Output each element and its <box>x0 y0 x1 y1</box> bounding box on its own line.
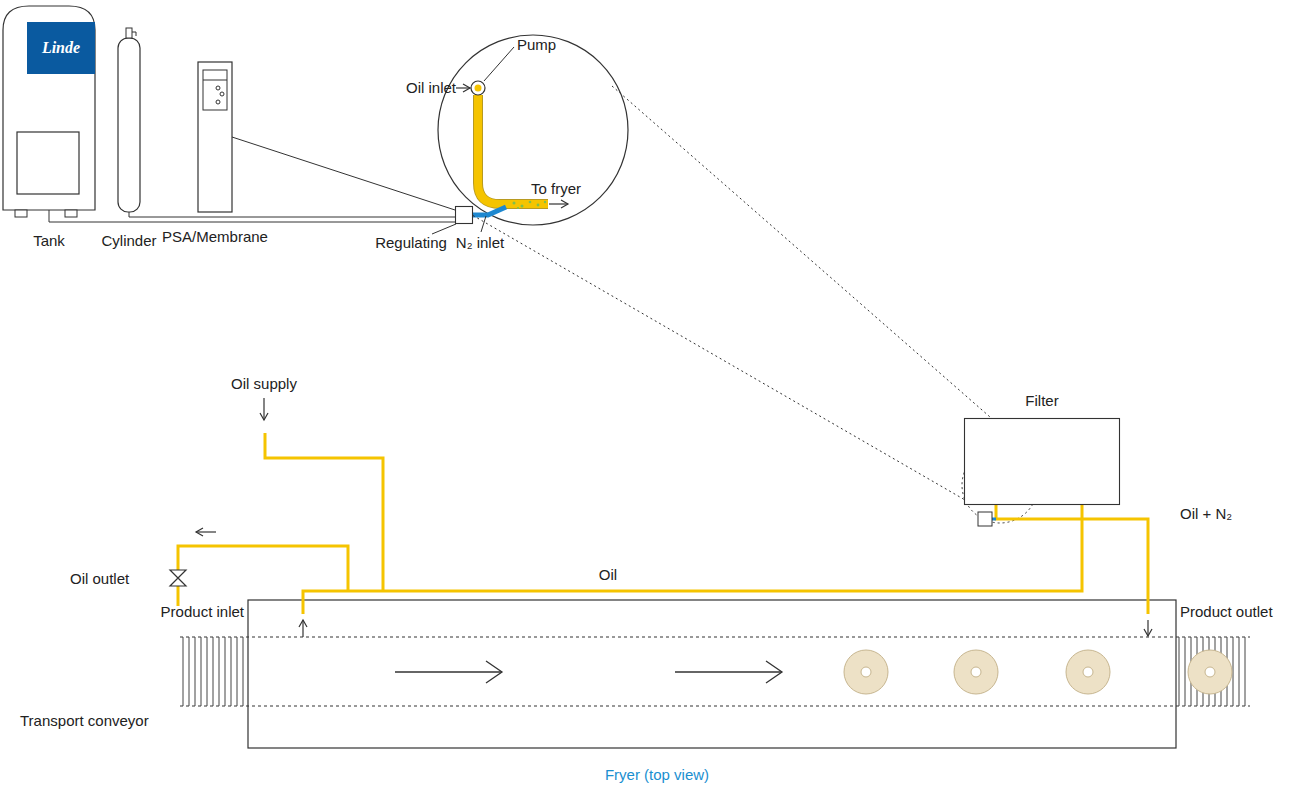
gas-cylinder: Cylinder <box>118 38 140 212</box>
cylinder-label: Cylinder <box>101 232 156 249</box>
tank-outline <box>3 4 95 210</box>
to-fryer-label: To fryer <box>531 180 581 197</box>
brand-logo: Linde <box>42 39 80 57</box>
supply-line <box>129 212 455 217</box>
filter-unit: Filter <box>964 418 1120 505</box>
figure-caption: Fryer (top view) <box>605 766 709 783</box>
oil-inlet-label: Oil inlet <box>406 79 456 96</box>
psa-outline <box>198 62 232 212</box>
supply-line <box>49 210 455 222</box>
psa-label: PSA/Membrane <box>162 228 268 245</box>
filter-label: Filter <box>1025 392 1058 409</box>
box-outline <box>964 418 1120 505</box>
box-outline <box>455 206 473 224</box>
oil-outlet-label: Oil outlet <box>70 570 129 587</box>
tank-label: Tank <box>33 232 65 249</box>
pump-label: Pump <box>517 36 556 53</box>
regulating-valve: Regulating <box>455 206 473 224</box>
supply-line <box>232 137 455 210</box>
conveyor-label: Transport conveyor <box>20 712 149 729</box>
product-outlet-label: Product outlet <box>1180 603 1273 620</box>
product-inlet-label: Product inlet <box>161 603 244 620</box>
oil-n2-label: Oil + N₂ <box>1180 505 1232 522</box>
oil-supply-label: Oil supply <box>231 375 297 392</box>
regulating-label: Regulating <box>375 234 447 251</box>
gas-tank: LindeTank <box>3 4 95 210</box>
cyl-outline <box>118 38 140 212</box>
oil-line-label: Oil <box>599 566 617 583</box>
psa-unit: PSA/Membrane <box>198 62 232 212</box>
n2-inlet-label: N₂ inlet <box>456 234 504 251</box>
